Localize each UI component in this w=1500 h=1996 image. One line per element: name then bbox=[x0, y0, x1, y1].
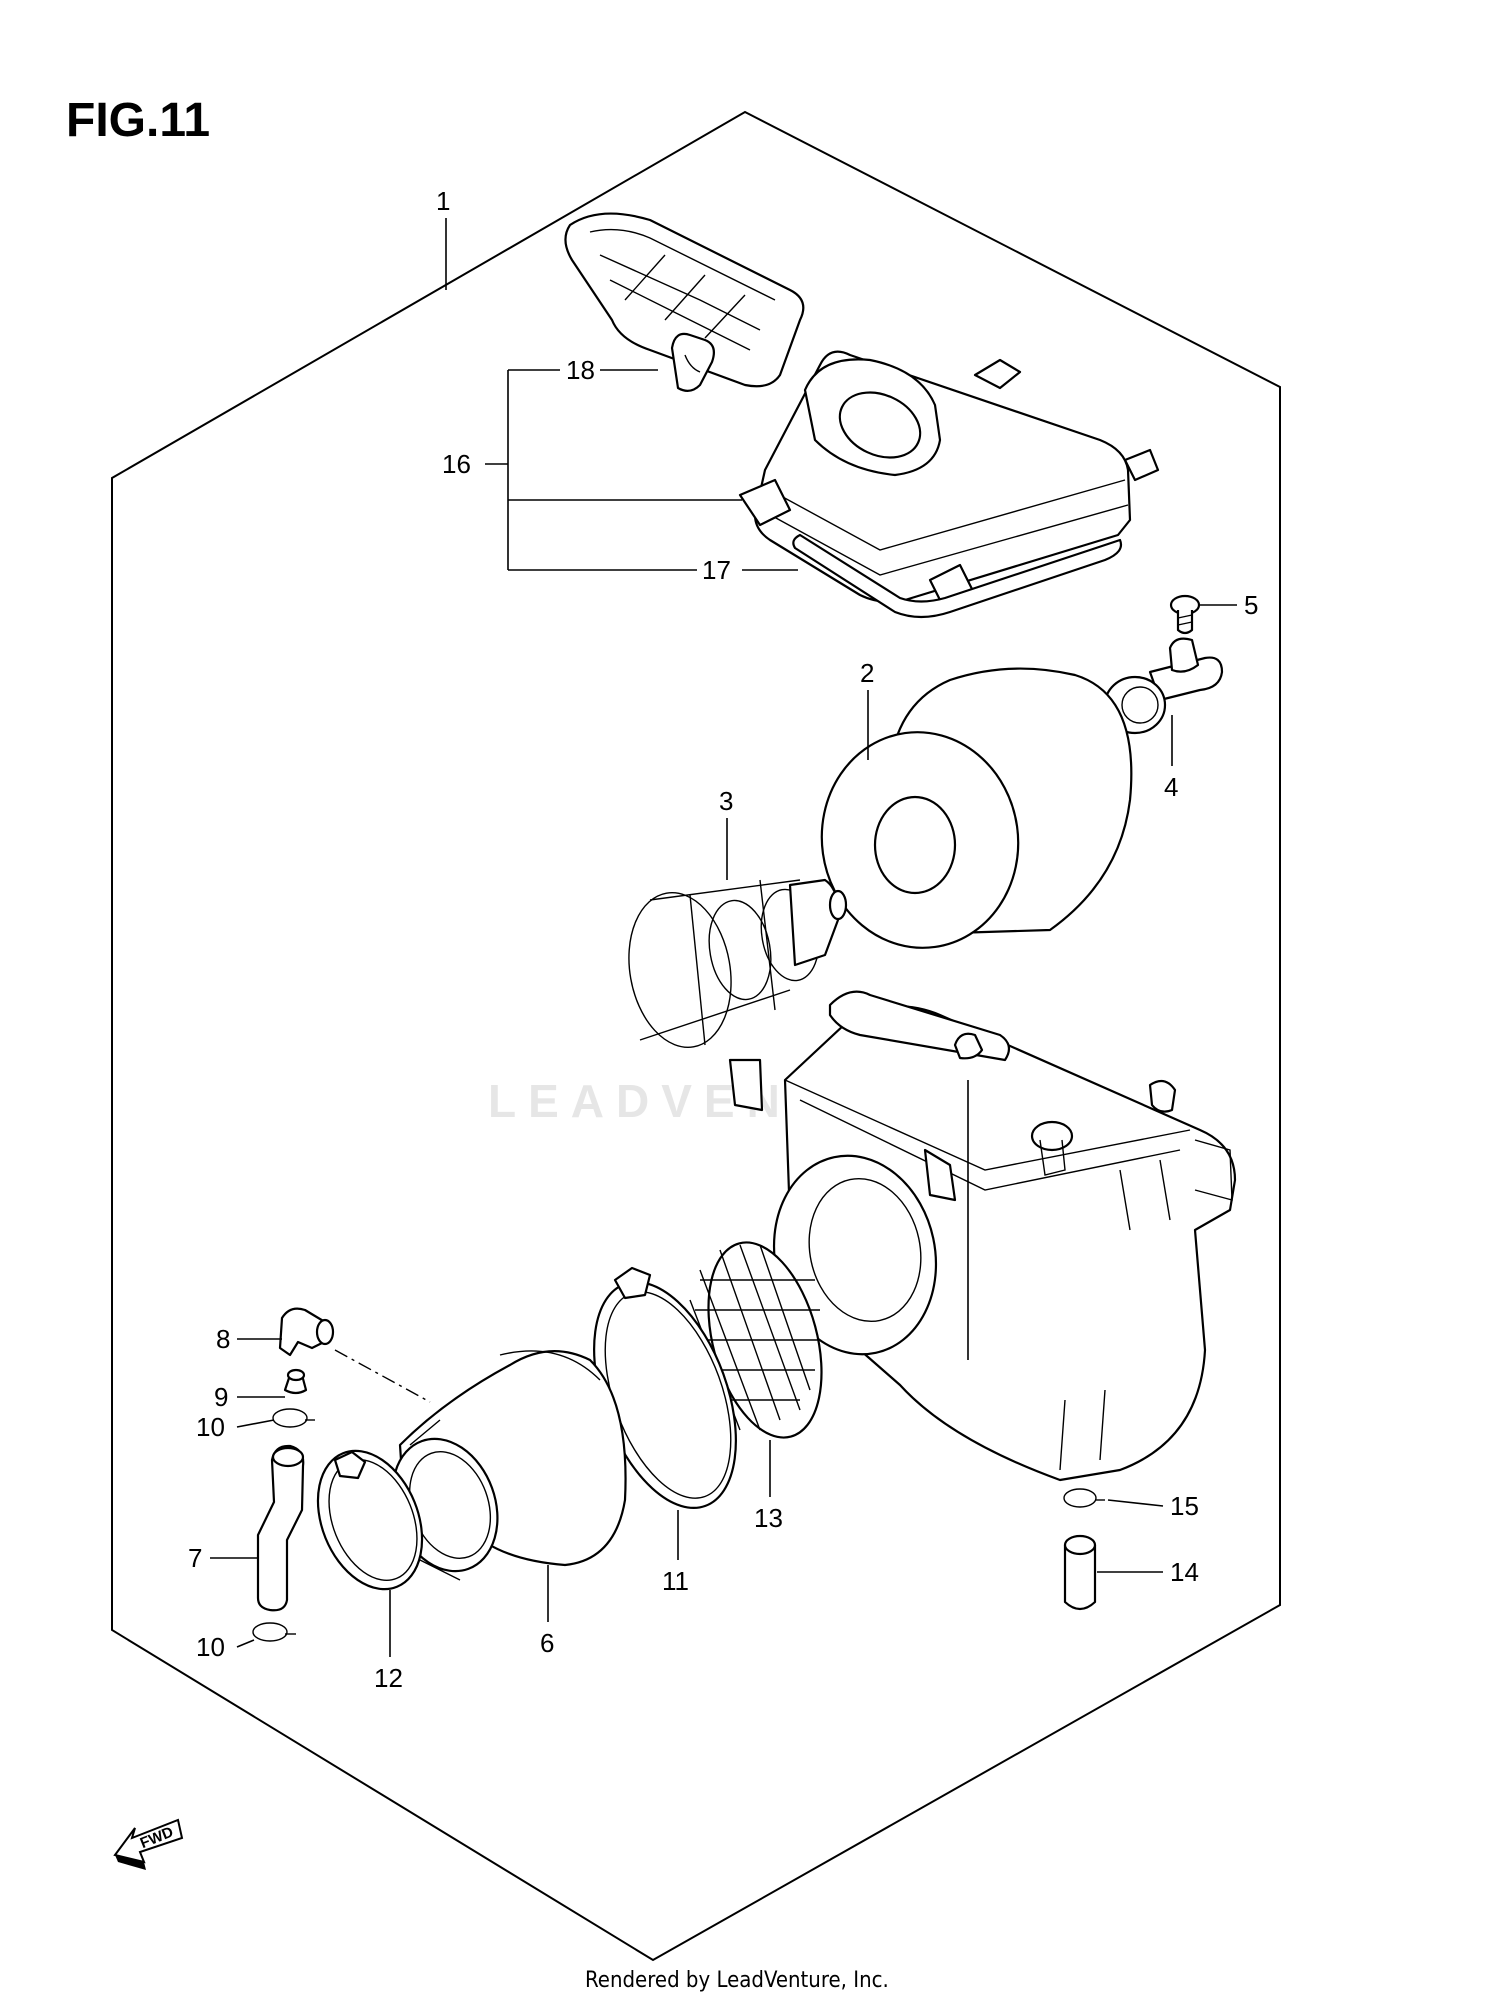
callout-15: 15 bbox=[1170, 1491, 1199, 1521]
figure-title: FIG.11 bbox=[66, 94, 210, 147]
callout-10-lower: 10 bbox=[196, 1632, 225, 1662]
drain-plug bbox=[1063, 1534, 1097, 1611]
callout-4: 4 bbox=[1164, 772, 1178, 802]
leader-lines bbox=[210, 218, 1237, 1657]
hose-clamp-lower bbox=[252, 1622, 296, 1642]
callout-18: 18 bbox=[566, 355, 595, 385]
drain-cap bbox=[1103, 637, 1224, 735]
callout-labels: 1 2 3 4 5 6 7 8 9 10 10 11 12 13 14 15 1… bbox=[188, 186, 1258, 1693]
callout-11: 11 bbox=[662, 1566, 689, 1596]
air-cleaner-case bbox=[728, 990, 1237, 1482]
element-frame bbox=[628, 878, 848, 1049]
air-cleaner-cap bbox=[738, 350, 1160, 612]
callout-14: 14 bbox=[1170, 1557, 1199, 1587]
forward-arrow-icon: FWD bbox=[113, 1818, 184, 1870]
callout-17: 17 bbox=[702, 555, 731, 585]
callout-8: 8 bbox=[216, 1324, 230, 1354]
callout-9: 9 bbox=[214, 1382, 228, 1412]
callout-16: 16 bbox=[442, 449, 471, 479]
callout-5: 5 bbox=[1244, 590, 1258, 620]
assembly-outline bbox=[111, 110, 1281, 1962]
footer-credit: Rendered by LeadVenture, Inc. bbox=[585, 1968, 889, 1993]
callout-10-upper: 10 bbox=[196, 1412, 225, 1442]
air-cleaner-element bbox=[820, 667, 1133, 949]
callout-2: 2 bbox=[860, 658, 874, 688]
callout-12: 12 bbox=[374, 1663, 403, 1693]
hose-clamp-upper bbox=[272, 1408, 315, 1428]
intake-duct bbox=[564, 212, 805, 392]
callout-3: 3 bbox=[719, 786, 733, 816]
plug-clamp bbox=[1063, 1488, 1105, 1508]
callout-6: 6 bbox=[540, 1628, 554, 1658]
joint-cap bbox=[283, 1368, 308, 1395]
fwd-label: FWD bbox=[138, 1823, 176, 1852]
callout-13: 13 bbox=[754, 1503, 783, 1533]
outlet-tube bbox=[391, 1350, 627, 1581]
callout-7: 7 bbox=[188, 1543, 202, 1573]
callout-1: 1 bbox=[436, 186, 450, 216]
drain-joint bbox=[278, 1307, 335, 1357]
cap-seal bbox=[792, 533, 1123, 619]
drain-hose bbox=[256, 1444, 305, 1612]
outlet-clamp bbox=[316, 1449, 424, 1591]
screw bbox=[1169, 594, 1201, 635]
